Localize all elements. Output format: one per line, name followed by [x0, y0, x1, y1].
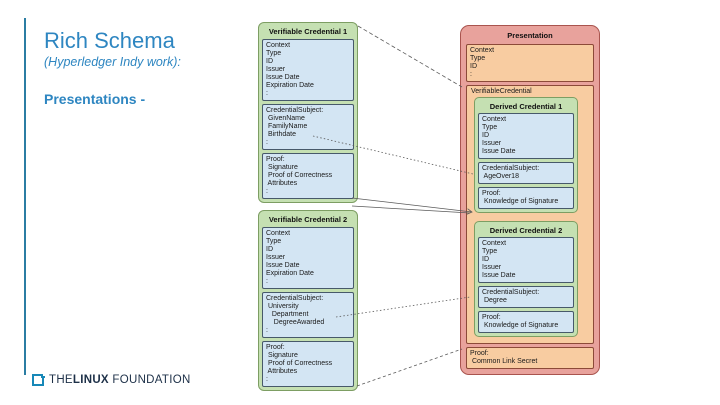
- slide-title: Rich Schema: [44, 28, 175, 53]
- field-line: CredentialSubject:: [482, 165, 540, 172]
- vc2-proof-fields: Proof: Signature Proof of Correctness At…: [262, 341, 354, 387]
- brand-prefix: THE: [49, 374, 73, 386]
- field-line: Issue Date: [482, 148, 516, 155]
- field-line: ID: [482, 256, 489, 263]
- vc2-subject-fields: CredentialSubject: University Department…: [262, 292, 354, 338]
- field-line: Common Link Secret: [470, 358, 538, 365]
- dc1-proof-fields: Proof: Knowledge of Signature: [478, 187, 574, 209]
- field-line: ID: [470, 63, 477, 70]
- dc2-subject-fields: CredentialSubject: Degree: [478, 286, 574, 308]
- dc2-proof-fields: Proof: Knowledge of Signature: [478, 311, 574, 333]
- field-line: :: [266, 188, 268, 195]
- field-line: Proof:: [470, 350, 489, 357]
- field-line: :: [266, 90, 268, 97]
- field-line: Issue Date: [482, 272, 516, 279]
- field-line: Type: [482, 248, 498, 255]
- field-line: GivenName: [266, 115, 305, 122]
- field-line: DegreeAwarded: [266, 319, 325, 326]
- brand-suffix: FOUNDATION: [112, 374, 191, 386]
- connector-vc2-arrow: [351, 205, 471, 214]
- field-line: Proof:: [482, 190, 501, 197]
- field-line: CredentialSubject:: [482, 289, 540, 296]
- field-line: Birthdate: [266, 131, 296, 138]
- field-line: Issuer: [266, 254, 286, 261]
- field-line: Proof:: [266, 344, 285, 351]
- linux-foundation-logo-text: THELINUX FOUNDATION: [49, 374, 191, 386]
- field-line: University: [266, 303, 299, 310]
- field-line: CredentialSubject:: [266, 295, 324, 302]
- derived-credential-1-title: Derived Credential 1: [489, 102, 563, 111]
- verifiable-credential-2-title: Verifiable Credential 2: [268, 215, 348, 224]
- field-line: :: [266, 278, 268, 285]
- derived-credential-2-title: Derived Credential 2: [489, 226, 563, 235]
- field-line: Issuer: [482, 140, 502, 147]
- field-line: Signature: [266, 352, 298, 359]
- field-line: Context: [482, 116, 507, 123]
- brand-bold: LINUX: [72, 374, 109, 386]
- field-line: ID: [266, 246, 273, 253]
- field-line: :: [266, 327, 268, 334]
- field-line: Issuer: [482, 264, 502, 271]
- field-line: :: [266, 376, 268, 383]
- field-line: Attributes: [266, 368, 298, 375]
- linux-foundation-logo-icon: [32, 373, 45, 386]
- field-line: ID: [266, 58, 273, 65]
- field-line: Context: [470, 47, 495, 54]
- field-line: Proof:: [482, 314, 501, 321]
- field-line: Degree: [482, 297, 507, 304]
- field-line: Type: [482, 124, 498, 131]
- vc1-proof-fields: Proof: Signature Proof of Correctness At…: [262, 153, 354, 199]
- slide-accent-line: [24, 18, 26, 375]
- presentation-title: Presentation: [507, 31, 553, 40]
- field-line: Knowledge of Signature: [482, 198, 559, 205]
- connector-vc1-arrow: [351, 197, 473, 215]
- field-line: Issue Date: [266, 74, 300, 81]
- dc1-subject-fields: CredentialSubject: AgeOver18: [478, 162, 574, 184]
- field-line: Proof of Correctness: [266, 172, 333, 179]
- field-line: Proof of Correctness: [266, 360, 333, 367]
- vc1-subject-fields: CredentialSubject: GivenName FamilyName …: [262, 104, 354, 150]
- connector-vc1-to-presentation: [357, 25, 463, 88]
- slide-subtitle: (Hyperledger Indy work):: [44, 55, 181, 69]
- field-line: Type: [470, 55, 486, 62]
- field-line: Context: [266, 42, 291, 49]
- field-line: Type: [266, 50, 282, 57]
- field-line: Issue Date: [266, 262, 300, 269]
- field-line: Proof:: [266, 156, 285, 163]
- field-line: Expiration Date: [266, 82, 314, 89]
- footer-brand: THELINUX FOUNDATION: [32, 373, 191, 386]
- field-line: CredentialSubject:: [266, 107, 324, 114]
- field-line: Knowledge of Signature: [482, 322, 559, 329]
- presentation-verifiablecredential-container: VerifiableCredential Derived Credential …: [466, 85, 594, 344]
- field-line: Department: [266, 311, 309, 318]
- verifiablecredential-label: VerifiableCredential: [471, 88, 532, 95]
- field-line: Context: [266, 230, 291, 237]
- connector-vc2-to-proof: [356, 348, 463, 387]
- field-line: Issuer: [266, 66, 286, 73]
- field-line: :: [266, 139, 268, 146]
- field-line: AgeOver18: [482, 173, 519, 180]
- verifiable-credential-1-title: Verifiable Credential 1: [268, 27, 348, 36]
- field-line: FamilyName: [266, 123, 308, 130]
- presentation-proof-fields: Proof: Common Link Secret: [466, 347, 594, 369]
- field-line: :: [470, 71, 472, 78]
- field-line: Attributes: [266, 180, 298, 187]
- field-line: Type: [266, 238, 282, 245]
- field-line: Context: [482, 240, 507, 247]
- field-line: Expiration Date: [266, 270, 314, 277]
- field-line: Signature: [266, 164, 298, 171]
- slide-heading: Presentations -: [44, 91, 146, 107]
- field-line: ID: [482, 132, 489, 139]
